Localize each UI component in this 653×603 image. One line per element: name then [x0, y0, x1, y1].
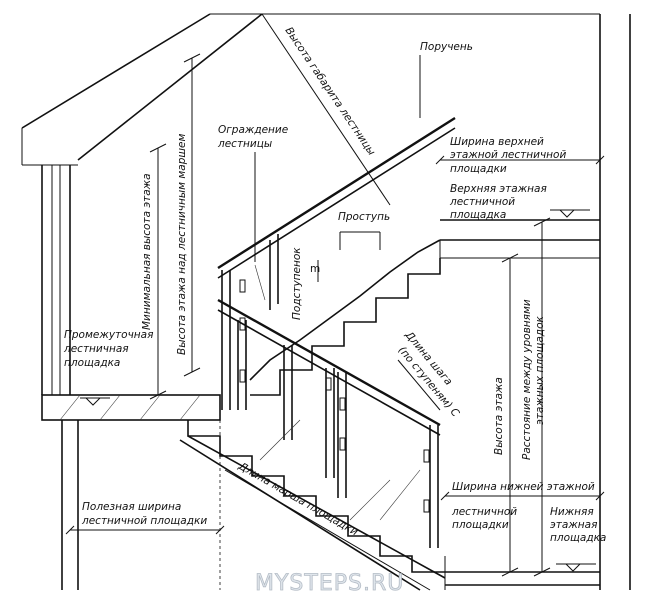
label-stair-clearance-height: Высота габарита лестницы: [283, 25, 378, 158]
label-upper-landing-width-line3: площадки: [450, 163, 507, 175]
label-distance-between-levels-line2: этажных площадок: [534, 316, 546, 425]
label-min-floor-height: Минимальная высота этажа: [141, 173, 153, 330]
railing-lower-flight: [217, 298, 441, 548]
label-intermediate-landing-line3: площадка: [64, 357, 120, 369]
leader-lines: [59, 55, 421, 395]
right-wall: [599, 14, 631, 590]
label-useful-landing-width-line2: лестничной площадки: [81, 515, 207, 527]
watermark-text: MYSTEPS.RU: [255, 571, 404, 596]
lower-landing-floor: [445, 571, 600, 586]
label-floor-height-above-flight: Высота этажа над лестничным маршем: [176, 134, 188, 355]
label-lower-landing-width-line1: Ширина нижней этажной: [452, 481, 595, 493]
label-upper-landing-line3: площадка: [450, 209, 506, 221]
label-railing-line2: лестницы: [217, 138, 272, 150]
label-riser-mark: m: [310, 263, 320, 275]
label-intermediate-landing-line2: лестничная: [63, 343, 129, 355]
labels: Поручень Высота габарита лестницы Огражд…: [63, 25, 606, 596]
label-handrail: Поручень: [420, 41, 473, 53]
label-upper-landing-line1: Верхняя этажная: [450, 183, 547, 195]
label-lower-landing-width-line2: лестничной: [451, 506, 517, 518]
label-tread: Проступь: [338, 211, 390, 223]
label-intermediate-landing-line1: Промежуточная: [64, 329, 153, 341]
intermediate-landing-slab: [41, 394, 221, 421]
label-railing-line1: Ограждение: [218, 124, 288, 136]
label-lower-landing-line1: Нижняя: [550, 506, 594, 518]
label-flight-length: Длина марша площадки: [236, 460, 360, 539]
label-upper-landing-width-line2: этажной лестничной: [450, 149, 566, 161]
dimension-lines: [65, 13, 605, 591]
upper-landing-slab: [440, 219, 600, 241]
label-lower-landing-line3: площадка: [550, 532, 606, 544]
label-distance-between-levels-line1: Расстояние между уровнями: [521, 299, 533, 460]
label-upper-landing-line2: лестничной: [449, 196, 515, 208]
lower-flight: [179, 420, 446, 591]
label-useful-landing-width-line1: Полезная ширина: [82, 501, 181, 513]
label-upper-landing-width-line1: Ширина верхней: [450, 136, 544, 148]
upper-flight: [249, 239, 600, 396]
label-lower-landing-line2: этажная: [550, 519, 597, 531]
label-floor-height: Высота этажа: [493, 377, 505, 455]
roof-outline: [21, 13, 600, 166]
label-lower-landing-width-line3: площадки: [452, 519, 509, 531]
label-riser: Подступенок: [291, 247, 303, 320]
railing-upper-flight: [217, 116, 456, 320]
